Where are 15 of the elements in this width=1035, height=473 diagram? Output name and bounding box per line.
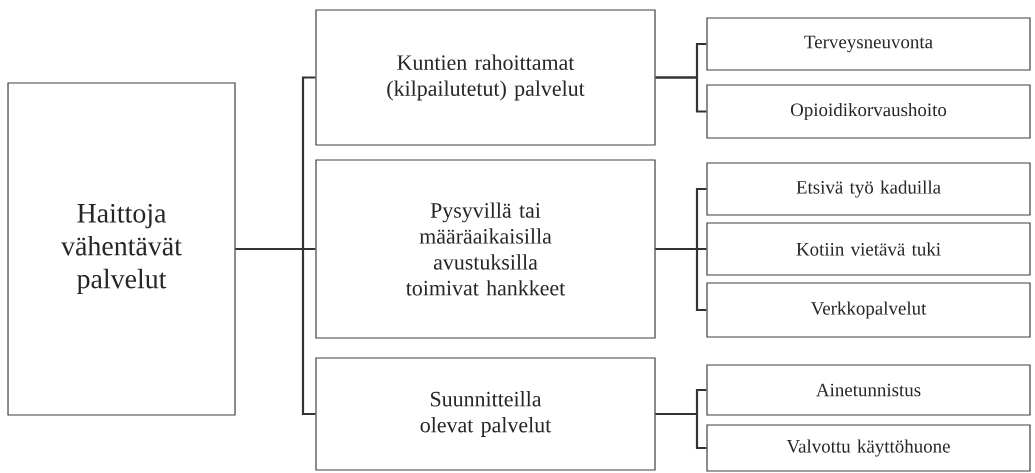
connector-line [235, 247, 316, 416]
root-box: Haittoja vähentävät palvelut [7, 82, 236, 416]
connector-line [655, 412, 707, 450]
service-box: Opioidikorvaushoito [706, 84, 1031, 139]
service-box: Ainetunnistus [706, 364, 1031, 416]
connector-line [655, 76, 707, 113]
service-box: Verkkopalvelut [706, 282, 1031, 338]
service-box: Kotiin vietävä tuki [706, 222, 1031, 276]
connector-line [655, 247, 707, 312]
category-box: Suunnitteilla olevat palvelut [315, 357, 656, 471]
service-box: Terveysneuvonta [706, 17, 1031, 71]
category-box: Pysyvillä tai määräaikaisilla avustuksilla toimivat hankkeet [315, 159, 656, 339]
service-box: Valvottu käyttöhuone [706, 424, 1031, 472]
service-box: Etsivä työ kaduilla [706, 162, 1031, 216]
category-box: Kuntien rahoittamat (kilpailutetut) palvelut [315, 9, 656, 146]
